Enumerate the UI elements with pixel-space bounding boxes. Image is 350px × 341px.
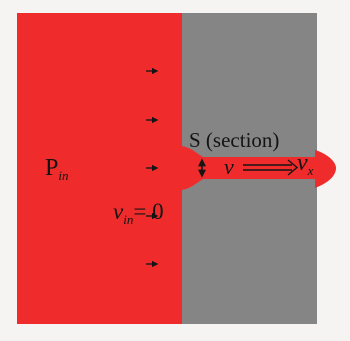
- inlet-velocity-value: = 0: [133, 199, 164, 224]
- inlet-velocity-label: vin= 0: [113, 200, 164, 226]
- velocity-label: v: [224, 154, 234, 179]
- inlet-velocity-symbol: v: [113, 199, 124, 224]
- inlet-velocity-subscript: in: [123, 212, 134, 227]
- fluid-reservoir: [17, 13, 182, 324]
- exit-velocity-subscript: x: [307, 163, 314, 178]
- section-label: S (section): [189, 128, 280, 152]
- inlet-pressure-subscript: in: [58, 168, 69, 183]
- exit-velocity-symbol: v: [297, 150, 308, 176]
- exit-velocity-label: vx: [297, 151, 313, 177]
- jet-channel: [200, 157, 318, 179]
- inlet-pressure-label: Pin: [45, 156, 68, 182]
- exit-jet-bulge: [315, 150, 336, 188]
- inlet-pressure-symbol: P: [45, 155, 59, 181]
- funnel-entrance: [181, 146, 203, 190]
- velocity-arrow-icon: [243, 159, 299, 176]
- flow-arrows: [146, 67, 159, 268]
